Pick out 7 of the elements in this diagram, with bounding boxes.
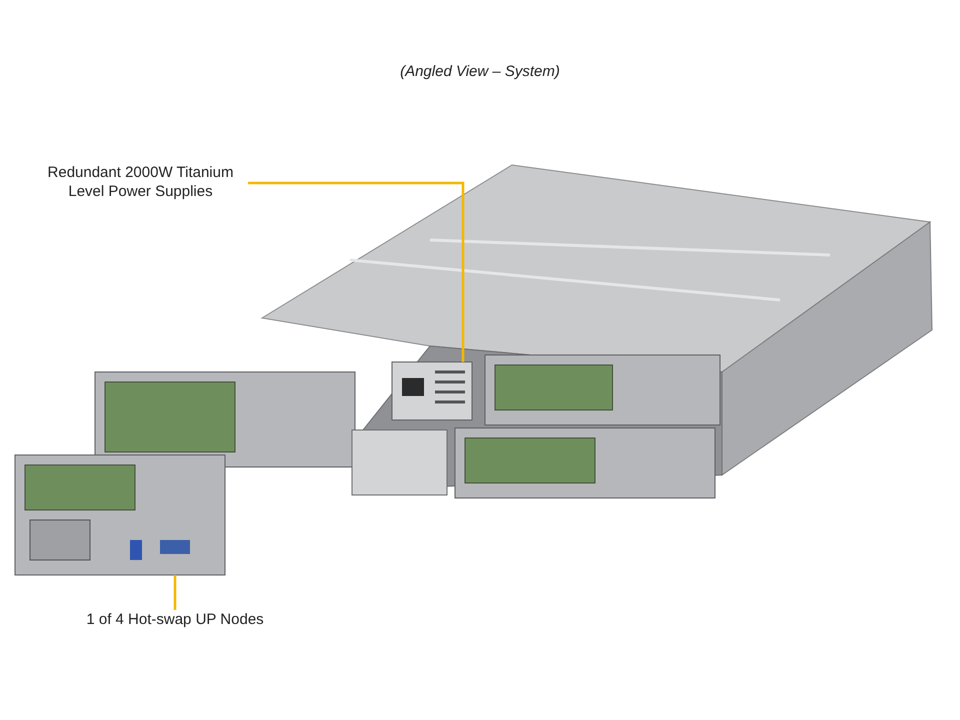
leader-line xyxy=(248,182,464,362)
callout-label: Redundant 2000W Titanium Level Power Supplies xyxy=(33,163,248,201)
power-supply-drawing xyxy=(392,362,472,420)
server-node-drawing xyxy=(14,454,226,576)
callout-label: 1 of 4 Hot-swap UP Nodes xyxy=(70,610,280,629)
view-title: (Angled View – System) xyxy=(399,62,561,81)
leader-line xyxy=(174,575,176,610)
